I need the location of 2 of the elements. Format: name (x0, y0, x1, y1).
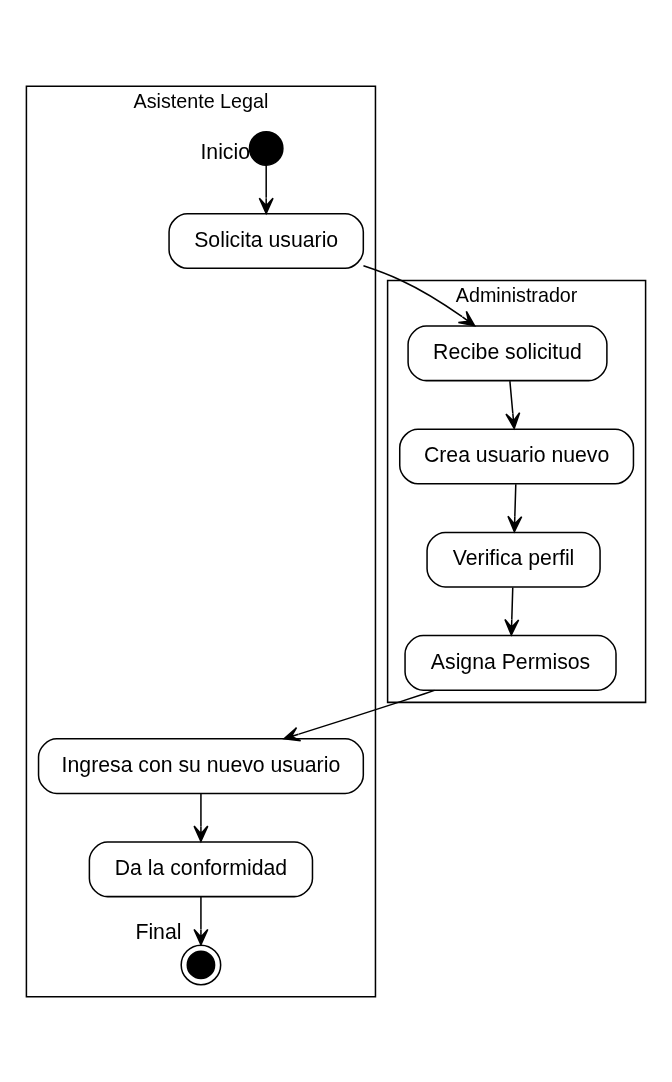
node-label: Final (135, 919, 182, 944)
node-label: Inicio (200, 139, 250, 164)
